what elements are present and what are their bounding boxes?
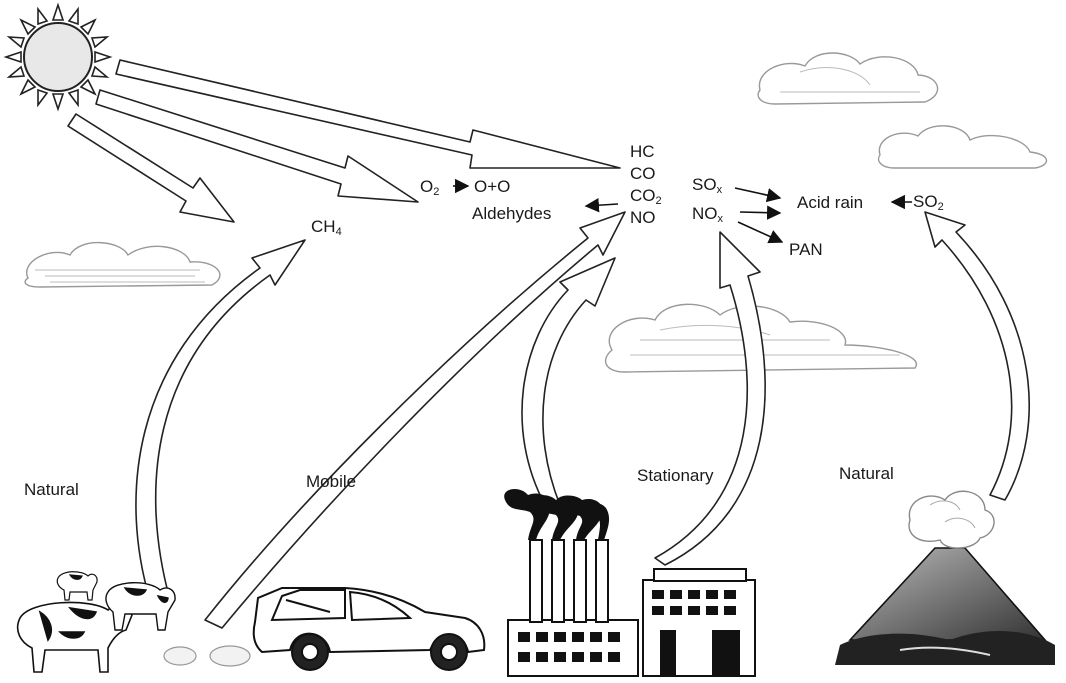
- stationary-emission-arrow-2: [654, 231, 766, 566]
- pollutant-co: CO: [630, 164, 656, 183]
- pollutant-hc: HC: [630, 142, 655, 161]
- sunlight-arrows: [67, 59, 621, 223]
- cow-icon: [16, 601, 133, 673]
- pollutant-co2: CO2: [630, 186, 662, 207]
- acid-rain-label: Acid rain: [797, 193, 864, 212]
- cow-icon: [56, 571, 98, 601]
- cloud-icon: [877, 125, 1048, 169]
- reaction-arrows: [453, 178, 912, 244]
- cloud-icon: [757, 52, 939, 105]
- oxygen-product: O+O: [474, 177, 511, 196]
- volcano-emission-arrow: [924, 211, 1030, 501]
- source-mobile: Mobile: [306, 472, 357, 491]
- oxygen-reactant: O2: [420, 177, 440, 198]
- so2-label: SO2: [913, 192, 944, 213]
- source-natural-right: Natural: [839, 464, 894, 483]
- aldehydes-label: Aldehydes: [472, 204, 552, 223]
- cloud-icon: [24, 241, 221, 288]
- volcano-icon: [835, 490, 1055, 665]
- aldehyde-arrow: [584, 198, 619, 213]
- methane-label: CH4: [311, 217, 342, 238]
- mobile-emission-arrow: [204, 211, 626, 629]
- stationary-emission-arrow-1: [521, 257, 616, 506]
- natural-methane-arrow: [135, 239, 306, 601]
- sun-ray-to-oxygen: [95, 89, 419, 203]
- dung-icon: [163, 645, 251, 667]
- sox-to-acid-rain-arrow: [734, 187, 782, 203]
- factory-icon: [507, 539, 756, 677]
- source-stationary: Stationary: [637, 466, 714, 485]
- primary-pollutants-list: HC CO CO2 NO: [630, 143, 662, 231]
- sun-icon: [3, 2, 113, 112]
- cow-icon: [105, 582, 176, 631]
- smoke-plume: [504, 488, 610, 540]
- car-icon: [252, 587, 486, 671]
- sun-ray-to-pollutants: [115, 59, 621, 169]
- pan-label: PAN: [789, 240, 823, 259]
- sun-ray-to-methane: [67, 113, 235, 223]
- nox-to-pan-arrow: [737, 221, 784, 244]
- nox-label: NOx: [692, 204, 723, 225]
- nox-to-acid-rain-arrow: [739, 205, 782, 220]
- sox-label: SOx: [692, 175, 723, 196]
- pollutant-no: NO: [630, 208, 656, 227]
- source-natural-left: Natural: [24, 480, 79, 499]
